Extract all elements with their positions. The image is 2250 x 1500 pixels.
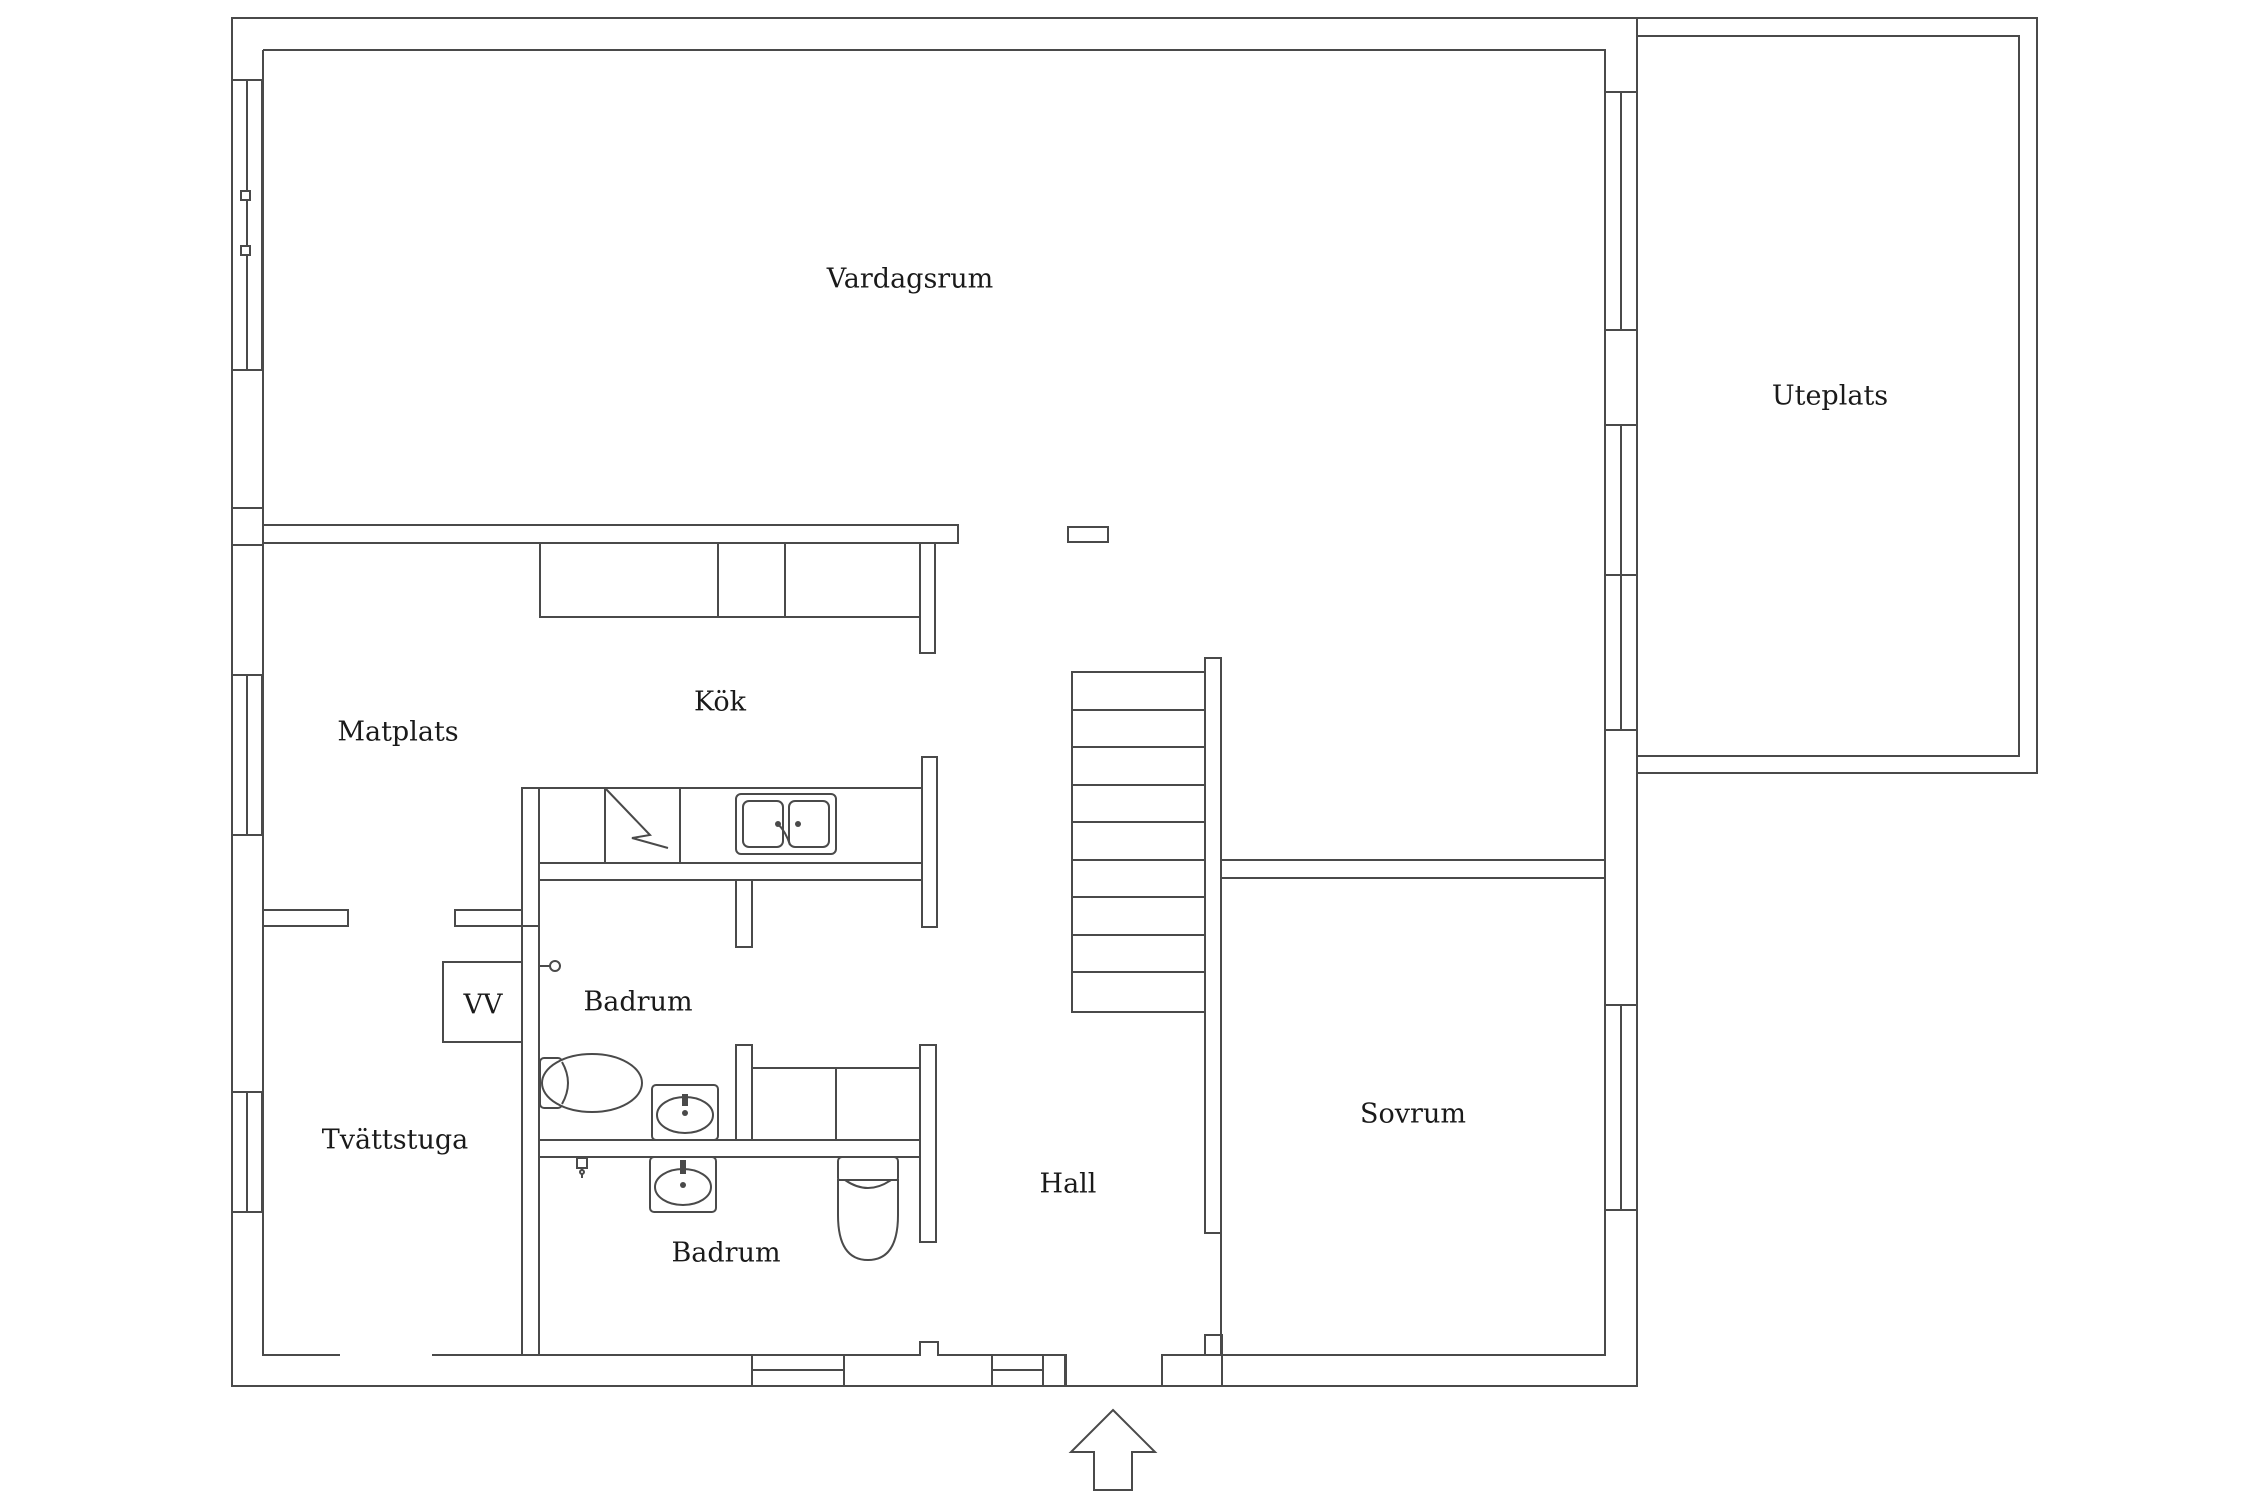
staircase-icon bbox=[1071, 671, 1206, 1013]
wall-fragment-center bbox=[1067, 526, 1109, 543]
upper-kitchen-cabinets bbox=[539, 542, 921, 618]
toilet-icon bbox=[837, 1156, 899, 1262]
label-vv: VV bbox=[463, 990, 503, 1021]
wall-stub-left bbox=[231, 507, 264, 546]
wall-bath-upper-top bbox=[538, 862, 923, 881]
label-hall: Hall bbox=[1040, 1169, 1097, 1200]
wall-tvatt-bath bbox=[521, 925, 540, 1356]
vv-box bbox=[442, 961, 523, 1043]
door-frame-entrance-left bbox=[1042, 1354, 1066, 1387]
window-right-2 bbox=[1604, 424, 1638, 576]
shower-mixer-icon bbox=[540, 960, 561, 972]
window-right-1 bbox=[1604, 91, 1638, 331]
label-matplats: Matplats bbox=[337, 717, 458, 748]
wall-matplats-tvatt-right bbox=[454, 909, 523, 927]
wall-living-kitchen bbox=[262, 508, 959, 544]
wall-kitchen-right-stub bbox=[919, 542, 936, 654]
window-right-4 bbox=[1604, 1004, 1638, 1211]
wall-sovrum-top bbox=[1220, 859, 1606, 879]
wall-matplats-tvatt-left bbox=[262, 909, 349, 927]
kitchen-sink-icon bbox=[735, 793, 837, 855]
label-tvattstuga: Tvättstuga bbox=[322, 1125, 469, 1156]
wall-bath-middle bbox=[538, 1139, 923, 1158]
sovrum-inner-line bbox=[1220, 878, 1606, 1355]
label-vardagsrum: Vardagsrum bbox=[826, 264, 993, 295]
window-left-mid bbox=[231, 674, 263, 836]
label-badrum-upper: Badrum bbox=[583, 987, 692, 1018]
stove-icon bbox=[604, 787, 681, 864]
washbasin-icon bbox=[651, 1084, 719, 1141]
bath-cabinets bbox=[751, 1067, 921, 1141]
wall-bath-vertical-left bbox=[521, 787, 540, 927]
wall-bath-upper-stub bbox=[735, 879, 753, 948]
wall-bath-upper-right bbox=[735, 1044, 753, 1141]
label-kok: Kök bbox=[694, 687, 747, 718]
door-frame-entrance-right bbox=[1161, 1354, 1223, 1387]
window-right-3 bbox=[1604, 574, 1638, 731]
label-badrum-lower: Badrum bbox=[671, 1238, 780, 1269]
wall-stair-right bbox=[1204, 657, 1222, 1234]
wall-kitchen-right-low bbox=[921, 756, 938, 928]
label-uteplats: Uteplats bbox=[1772, 381, 1888, 412]
window-left-top bbox=[231, 79, 263, 371]
window-bottom-1 bbox=[751, 1354, 845, 1387]
uteplats-outline bbox=[1636, 17, 2038, 774]
window-left-low bbox=[231, 1091, 263, 1213]
entrance-arrow-icon bbox=[1068, 1408, 1158, 1491]
washbasin-icon bbox=[649, 1156, 717, 1213]
living-lower-line bbox=[1220, 658, 1605, 861]
label-sovrum: Sovrum bbox=[1360, 1099, 1466, 1130]
wall-bath-right bbox=[919, 1044, 937, 1243]
wall-bath-lower-bottom bbox=[539, 1334, 1223, 1356]
toilet-icon bbox=[539, 1053, 643, 1113]
kitchen-counter bbox=[521, 787, 923, 864]
shower-mixer-icon bbox=[576, 1157, 588, 1178]
